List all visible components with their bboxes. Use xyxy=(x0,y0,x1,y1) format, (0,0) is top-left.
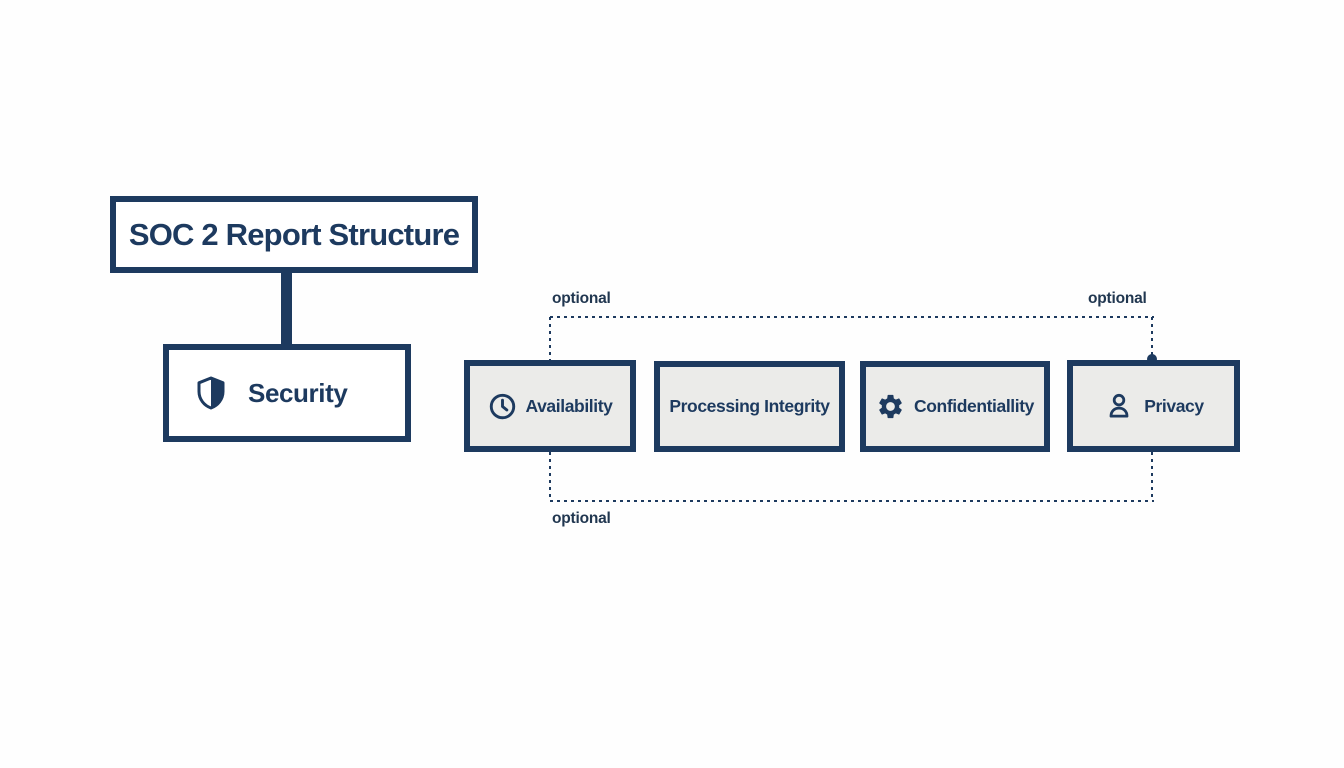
title-box: SOC 2 Report Structure xyxy=(110,196,478,273)
optional-dashed-line-bottom xyxy=(550,500,1154,502)
optional-label-top-right: optional xyxy=(1088,290,1147,307)
optional-dashed-line-bottom-right xyxy=(1151,452,1153,501)
optional-label-top-left: optional xyxy=(552,290,611,307)
confidentiality-label: Confidentiallity xyxy=(914,396,1034,416)
privacy-label: Privacy xyxy=(1144,395,1204,416)
confidentiality-box: Confidentiallity xyxy=(860,361,1050,452)
privacy-junction-dot xyxy=(1147,354,1157,364)
title-security-connector-line xyxy=(281,270,292,346)
clock-icon xyxy=(488,392,517,421)
optional-label-bottom: optional xyxy=(552,510,611,527)
optional-dashed-line-top-right xyxy=(1151,317,1153,357)
optional-dashed-line-top-left xyxy=(549,317,551,361)
processing-integrity-label: Processing Integrity xyxy=(669,396,830,416)
privacy-box: Privacy xyxy=(1067,360,1240,452)
availability-label: Availability xyxy=(525,395,613,416)
security-label: Security xyxy=(248,377,348,408)
security-box: Security xyxy=(163,344,411,442)
person-icon xyxy=(1103,390,1135,422)
processing-integrity-box: Processing Integrity xyxy=(654,361,845,452)
optional-dashed-line-top xyxy=(550,316,1154,318)
shield-icon xyxy=(193,372,229,414)
availability-box: Availability xyxy=(464,360,636,452)
diagram-title: SOC 2 Report Structure xyxy=(128,216,460,252)
gear-icon xyxy=(876,392,905,421)
optional-dashed-line-bottom-left xyxy=(549,452,551,501)
